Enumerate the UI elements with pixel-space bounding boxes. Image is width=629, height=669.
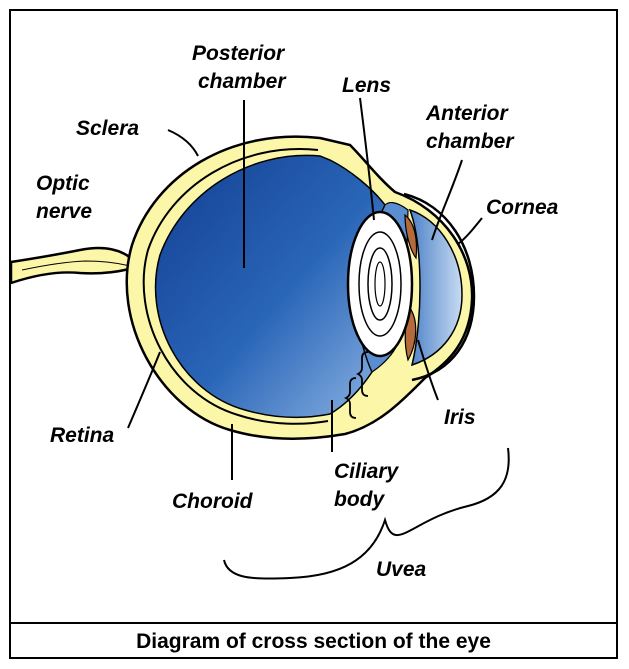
leader-sclera [168,130,198,156]
label-choroid: Choroid [172,490,254,513]
label-anterior-chamber-1: Anterior [425,102,510,125]
label-ciliary-body-2: body [334,488,385,511]
label-posterior-chamber-1: Posterior [192,42,286,65]
leader-retina [128,352,160,428]
label-uvea: Uvea [376,558,427,581]
label-optic-nerve-1: Optic [36,172,90,195]
optic-nerve [11,248,140,283]
leader-cornea [458,218,482,244]
label-sclera: Sclera [76,117,139,140]
diagram-caption: Diagram of cross section of the eye [136,630,491,654]
label-iris: Iris [444,406,476,429]
label-cornea: Cornea [486,196,559,219]
label-posterior-chamber-2: chamber [198,70,287,93]
caption-box: Diagram of cross section of the eye [9,622,618,659]
label-retina: Retina [50,424,115,447]
lens [348,212,412,356]
label-ciliary-body-1: Ciliary [334,460,400,483]
label-lens: Lens [342,74,391,97]
label-anterior-chamber-2: chamber [426,130,515,153]
label-optic-nerve-2: nerve [36,200,92,223]
